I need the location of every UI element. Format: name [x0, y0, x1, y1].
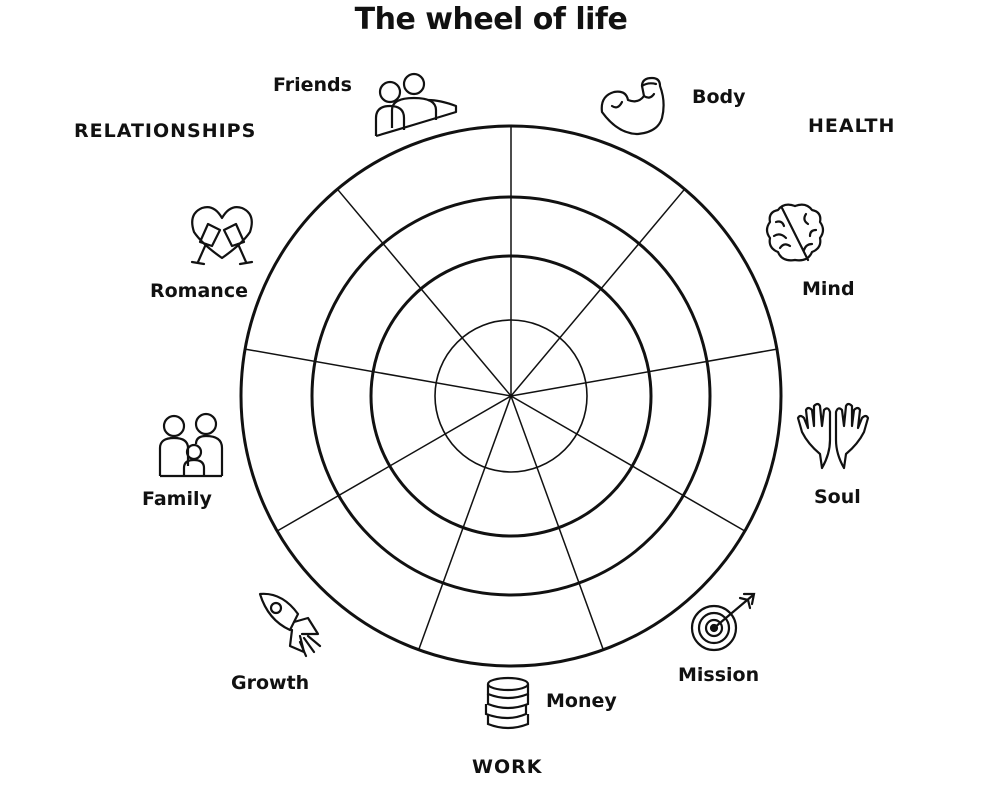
- wheel-spoke: [510, 348, 778, 397]
- category-work: WORK: [472, 756, 543, 778]
- family-icon: [158, 412, 224, 478]
- wheel-spoke: [510, 395, 746, 532]
- flexed-arm-icon: [600, 76, 665, 136]
- segment-label-money: Money: [546, 690, 617, 712]
- wheel-spoke: [417, 395, 512, 650]
- category-health: HEALTH: [808, 115, 896, 137]
- page-title: The wheel of life: [354, 2, 628, 37]
- wheel-spoke: [244, 348, 512, 397]
- open-hands-icon: [796, 402, 870, 470]
- segment-label-body: Body: [692, 86, 746, 108]
- brain-icon: [765, 203, 825, 262]
- segment-label-mind: Mind: [802, 278, 855, 300]
- segment-label-soul: Soul: [814, 486, 861, 508]
- coin-stack-icon: [484, 676, 530, 730]
- target-arrow-icon: [690, 592, 756, 652]
- wheel-spokes: [244, 126, 778, 650]
- rocket-icon: [258, 592, 322, 658]
- wheel-spoke: [336, 188, 512, 397]
- heart-glasses-icon: [190, 206, 254, 266]
- wheel-spoke: [510, 188, 686, 397]
- segment-label-friends: Friends: [273, 74, 352, 96]
- segment-label-growth: Growth: [231, 672, 310, 694]
- category-relationships: RELATIONSHIPS: [74, 120, 257, 142]
- segment-label-romance: Romance: [150, 280, 248, 302]
- two-people-icon: [374, 72, 458, 138]
- wheel-spoke: [510, 395, 605, 650]
- wheel-spoke: [276, 395, 512, 532]
- segment-label-mission: Mission: [678, 664, 760, 686]
- segment-label-family: Family: [142, 488, 212, 510]
